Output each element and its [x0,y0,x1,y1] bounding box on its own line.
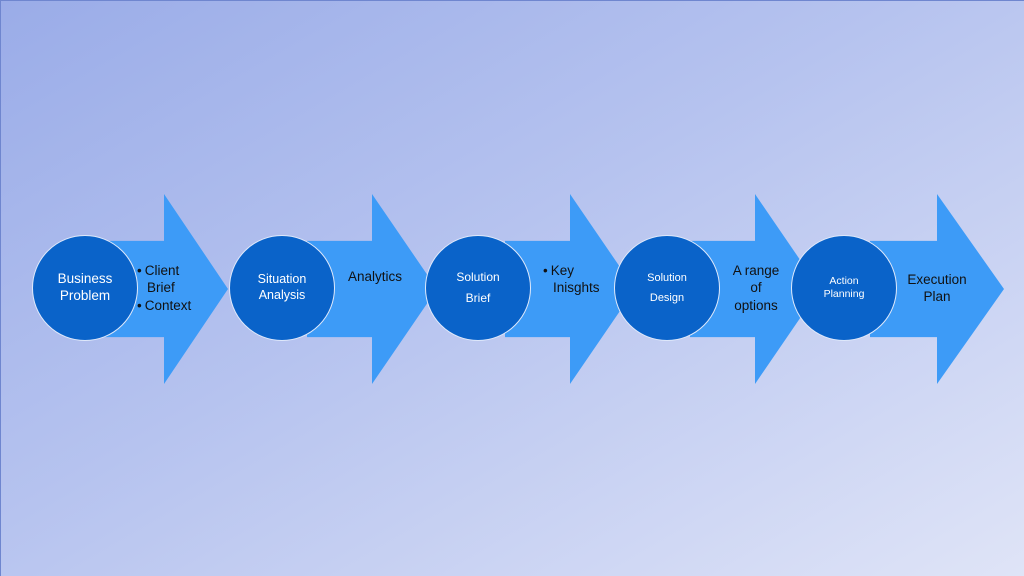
step-output: Key Inisghts [543,262,600,297]
circle-label-line: Action [829,274,859,287]
slide-left-border [0,0,1,576]
step-output: A range of options [732,262,780,314]
output-line: Plan [923,289,951,305]
output-line: Brief [147,280,175,296]
step-circle: Situation Analysis [229,235,335,341]
output-line: of [750,280,762,296]
output-line: Analytics [348,269,403,284]
circle-label-line: Planning [823,288,865,300]
step-output: Execution Plan [900,271,974,306]
slide-top-border [0,0,1024,1]
output-line: A range [732,263,780,278]
circle-label-line: Solution [456,270,500,284]
circle-label-line: Problem [59,288,111,303]
output-bullet-item: Client [137,262,191,279]
step-circle: Solution Brief [425,235,531,341]
output-bullet-item: Context [137,297,192,314]
circle-label-line: Brief [465,291,491,305]
step-output: Client Brief Context [137,262,192,314]
output-bullet-item: Key [543,262,600,279]
output-line: options [734,297,778,313]
output-line: Execution [907,272,967,287]
circle-label-line: Solution [647,271,687,284]
circle-label-line: Design [649,292,685,304]
step-circle: Solution Design [614,235,720,341]
step-circle: Action Planning [791,235,897,341]
step-circle: Business Problem [32,235,138,341]
step-output: Analytics [348,268,402,285]
circle-label-line: Situation [257,272,307,287]
circle-label-line: Analysis [258,288,306,302]
output-line: Inisghts [553,280,600,296]
circle-label-line: Business [57,271,113,287]
